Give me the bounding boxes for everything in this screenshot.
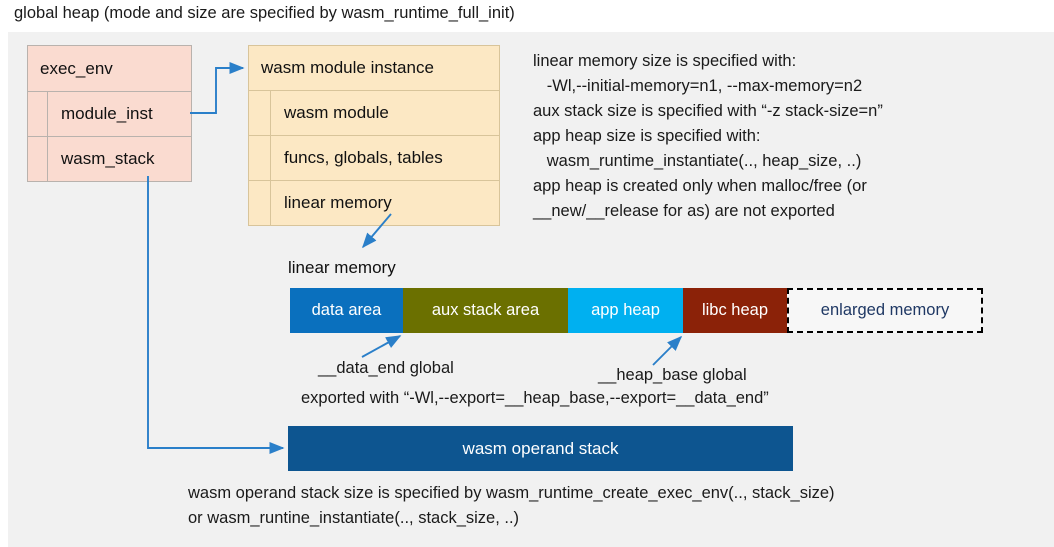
memory-segment-label: data area bbox=[311, 301, 382, 319]
memory-segment-app-heap: app heap bbox=[568, 288, 683, 333]
heap-base-pointer bbox=[652, 335, 683, 366]
linear-memory-notes: linear memory size is specified with: -W… bbox=[533, 52, 883, 220]
module-instance-field-wasm-module: wasm module bbox=[248, 91, 500, 136]
module-instance-box: wasm module instance wasm module funcs, … bbox=[248, 45, 500, 226]
wasm-stack-connector bbox=[147, 176, 285, 455]
memory-segment-enlarged-memory: enlarged memory bbox=[787, 288, 983, 333]
module-instance-field-funcs-globals-tables: funcs, globals, tables bbox=[248, 136, 500, 181]
wasm-operand-stack-box: wasm operand stack bbox=[288, 426, 793, 471]
exec-env-field-label: wasm_stack bbox=[48, 137, 191, 181]
memory-segment-label: aux stack area bbox=[431, 301, 540, 319]
exported-annotation: exported with “-Wl,--export=__heap_base,… bbox=[301, 389, 769, 407]
module-instance-header-row: wasm module instance bbox=[248, 45, 500, 91]
exec-env-header-row: exec_env bbox=[27, 45, 192, 92]
module-instance-field-label: wasm module bbox=[271, 91, 499, 135]
module-instance-field-label: linear memory bbox=[271, 181, 499, 225]
data-end-annotation: __data_end global bbox=[318, 359, 454, 377]
wasm-operand-stack-label: wasm operand stack bbox=[462, 438, 619, 458]
data-end-pointer bbox=[361, 335, 402, 358]
page-title: global heap (mode and size are specified… bbox=[14, 4, 515, 22]
memory-segment-label: enlarged memory bbox=[820, 301, 950, 319]
module-inst-connector bbox=[190, 61, 245, 114]
memory-segment-data-area: data area bbox=[290, 288, 403, 333]
exec-env-field-wasm-stack: wasm_stack bbox=[27, 137, 192, 182]
module-instance-header-label: wasm module instance bbox=[249, 46, 499, 90]
indent-gutter bbox=[249, 91, 271, 135]
operand-stack-notes: wasm operand stack size is specified by … bbox=[188, 484, 835, 527]
exec-env-box: exec_env module_inst wasm_stack bbox=[27, 45, 192, 182]
module-instance-field-label: funcs, globals, tables bbox=[271, 136, 499, 180]
indent-gutter bbox=[249, 181, 271, 225]
exec-env-field-module-inst: module_inst bbox=[27, 92, 192, 137]
memory-segment-label: app heap bbox=[591, 301, 660, 319]
heap-base-annotation: __heap_base global bbox=[598, 366, 747, 384]
indent-gutter bbox=[28, 92, 48, 136]
module-instance-field-linear-memory: linear memory bbox=[248, 181, 500, 226]
indent-gutter bbox=[249, 136, 271, 180]
linear-memory-bar-label: linear memory bbox=[288, 258, 396, 277]
indent-gutter bbox=[28, 137, 48, 181]
linear-memory-bar: data area aux stack area app heap libc heap… bbox=[290, 288, 983, 333]
memory-segment-aux-stack-area: aux stack area bbox=[403, 288, 568, 333]
exec-env-field-label: module_inst bbox=[48, 92, 191, 136]
linear-memory-connector bbox=[362, 213, 392, 249]
exec-env-header-label: exec_env bbox=[28, 46, 191, 91]
memory-segment-label: libc heap bbox=[701, 301, 769, 319]
memory-segment-libc-heap: libc heap bbox=[683, 288, 787, 333]
